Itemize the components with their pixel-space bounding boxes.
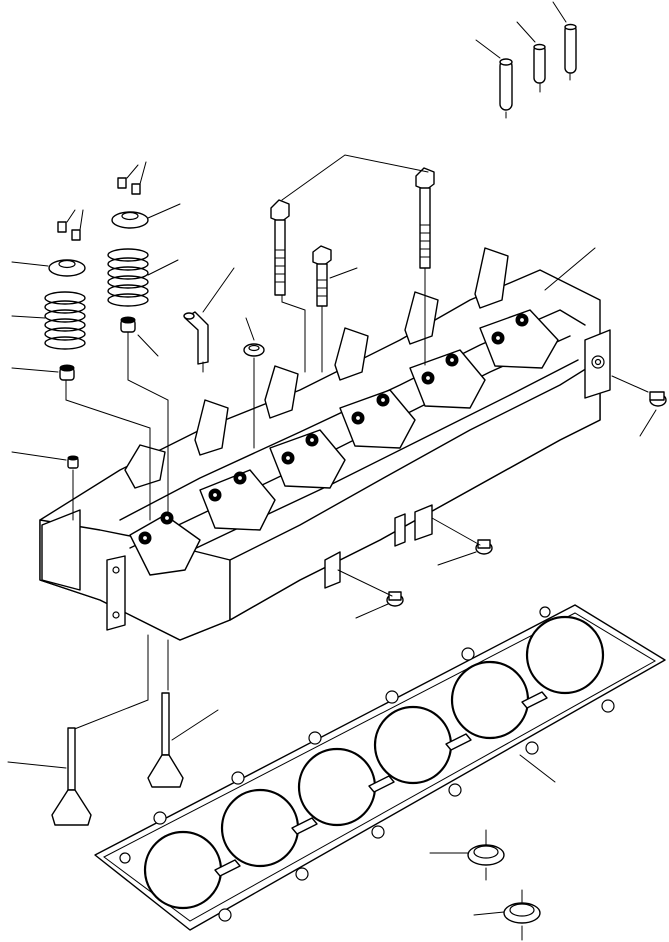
cup-plugs	[429, 829, 541, 941]
head-bolts	[270, 154, 435, 373]
valve-train-parts	[11, 161, 181, 521]
rocker-pedestals	[124, 247, 509, 489]
valve-pockets	[129, 309, 559, 576]
cylinder-head-leader	[544, 247, 596, 291]
valves	[7, 634, 219, 826]
dowel-pins	[475, 1, 577, 119]
injector-tube	[183, 267, 265, 449]
valve-spring-left	[44, 291, 86, 350]
head-gasket	[94, 604, 666, 931]
valve-spring-right	[107, 248, 149, 307]
side-fasteners	[337, 375, 667, 619]
